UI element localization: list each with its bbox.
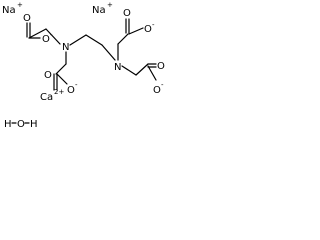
sodium-ion-1: Na [2,5,16,16]
bond-ch2d-n2 [101,44,116,61]
bond-c2-o4 [56,73,68,85]
molecular-structure: Na + Na + Ca 2+ H O H O O - N O O - N O … [2,1,165,130]
calcium-ion: Ca [40,92,53,103]
bond-ch2c-ch2d [85,34,103,46]
bond-c1-ch2a [28,28,47,39]
bond-ch2a-n1 [45,28,61,45]
sodium-ion-2-charge: + [107,1,113,9]
nitrogen-left: N [62,42,69,53]
bond-n2-ch2f [121,65,137,76]
oxygen-7: O [157,61,165,72]
sodium-ion-2: Na [92,5,106,16]
bond-ch2e-c3 [117,33,129,45]
oxygen-5: O [123,8,131,19]
bond-ch2f-c4 [135,63,149,76]
oxygen-1: O [23,13,31,24]
water-hydrogen-2: H [30,119,38,130]
oxygen-4-charge: - [75,81,78,89]
oxygen-2: O [42,34,50,45]
oxygen-8-charge: - [161,81,164,89]
oxygen-6: O [144,24,152,35]
bond-ch2b-c2 [55,63,67,75]
bond-n1-ch2c [69,34,87,46]
calcium-ion-charge: 2+ [54,88,64,96]
nitrogen-right: N [114,62,121,73]
oxygen-6-charge: - [152,21,155,29]
water-hydrogen-1: H [4,119,12,130]
oxygen-3: O [44,70,52,81]
oxygen-4: O [67,85,75,96]
oxygen-8: O [153,85,161,96]
sodium-ion-1-charge: + [17,1,23,9]
bond-c3-o6 [128,27,144,35]
water-oxygen: O [17,119,25,130]
bond-c4-o8 [147,65,157,81]
